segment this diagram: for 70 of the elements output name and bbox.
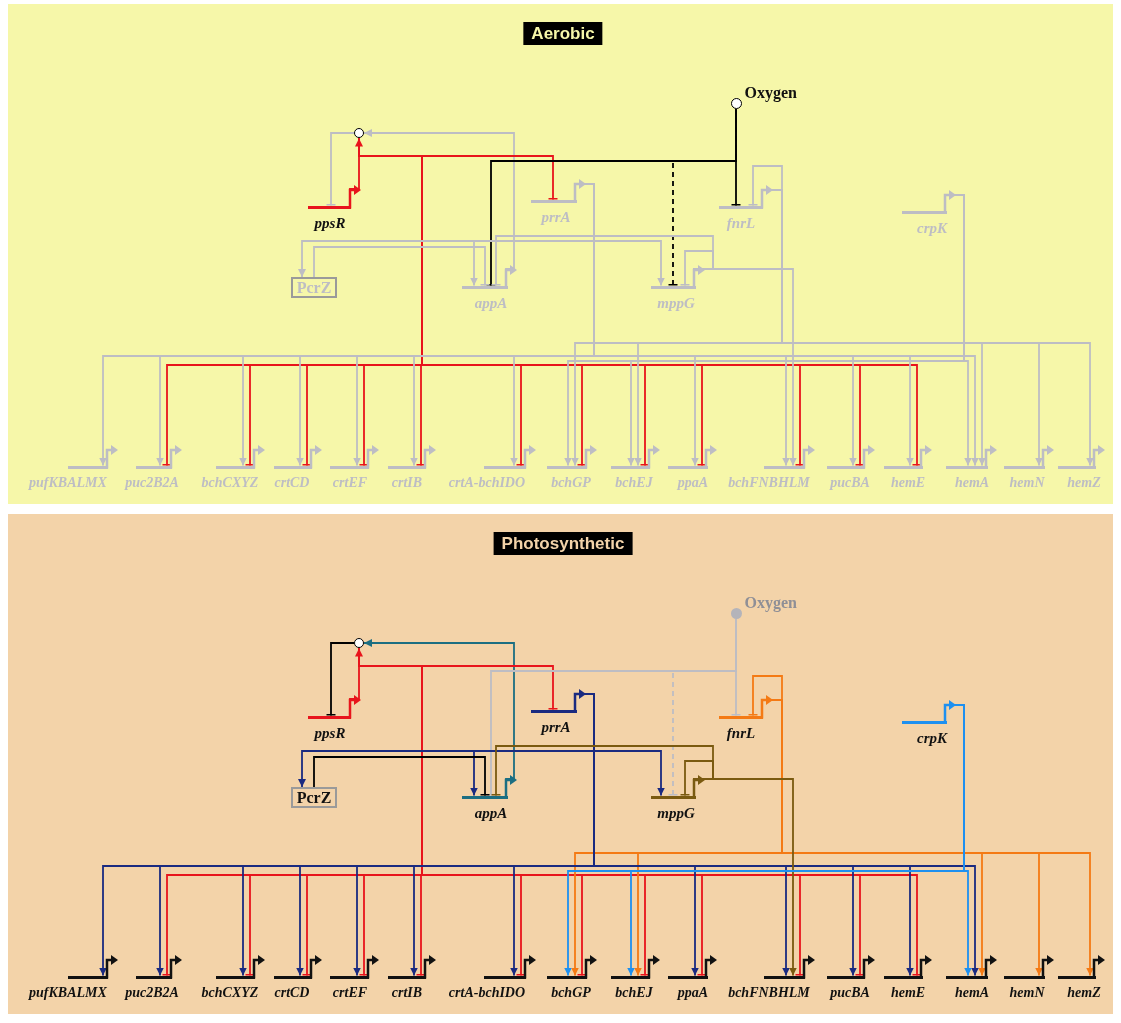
gene-label: bchCXYZ xyxy=(201,473,259,492)
gene-label: hemZ xyxy=(1067,473,1101,492)
repression-line xyxy=(313,756,490,797)
repression-line xyxy=(668,108,737,287)
gene-label: ppsR xyxy=(314,723,346,742)
gene-label: ppaA xyxy=(677,473,709,492)
gene-label: fnrL xyxy=(726,723,756,742)
gene-label: crtCD xyxy=(274,983,310,1002)
gene-label: pufKBALMX xyxy=(29,983,107,1002)
rna-label: PcrZ xyxy=(296,789,332,806)
rna-box xyxy=(291,787,337,808)
repression-line xyxy=(680,760,714,797)
signal-label: Oxygen xyxy=(744,84,797,101)
gene-label: pufKBALMX xyxy=(29,473,107,492)
panel-title: Photosynthetic xyxy=(493,532,633,555)
gene-label: appA xyxy=(474,293,508,312)
repression-line xyxy=(313,246,490,287)
repression-line xyxy=(491,235,714,287)
rna-label: PcrZ xyxy=(296,279,332,296)
gene-label: hemN xyxy=(1009,473,1045,492)
gene-label: hemZ xyxy=(1067,983,1101,1002)
gene-label: crtEF xyxy=(332,473,368,492)
repression-line xyxy=(748,675,783,717)
gene-label: pucBA xyxy=(830,473,870,492)
rna-box xyxy=(291,277,337,298)
gene-label: hemA xyxy=(954,983,990,1002)
repression-line xyxy=(326,132,355,207)
gene-label: appA xyxy=(474,803,508,822)
gene-label: fnrL xyxy=(726,213,756,232)
gene-label: prrA xyxy=(541,717,571,736)
gene-label: crpK xyxy=(917,218,947,237)
gene-label: crtEF xyxy=(332,983,368,1002)
gene-label: crtA-bchIDO xyxy=(448,473,526,492)
gene-label: prrA xyxy=(541,207,571,226)
gene-label: ppsR xyxy=(314,213,346,232)
gene-label: hemE xyxy=(890,983,926,1002)
repression-line xyxy=(748,165,783,207)
gene-label: bchCXYZ xyxy=(201,983,259,1002)
gene-label: bchEJ xyxy=(615,983,653,1002)
gene-label: ppaA xyxy=(677,983,709,1002)
gene-label: bchFNBHLM xyxy=(728,473,810,492)
gene-label: hemN xyxy=(1009,983,1045,1002)
gene-label: bchGP xyxy=(551,983,591,1002)
gene-label: crtA-bchIDO xyxy=(448,983,526,1002)
gene-label: crtIB xyxy=(391,983,423,1002)
gene-label: hemA xyxy=(954,473,990,492)
repression-line xyxy=(680,250,714,287)
repression-line xyxy=(491,745,714,797)
gene-label: puc2B2A xyxy=(125,473,179,492)
gene-label: hemE xyxy=(890,473,926,492)
repression-line xyxy=(326,642,355,717)
activation-arrow xyxy=(693,778,797,977)
gene-label: crpK xyxy=(917,728,947,747)
gene-label: bchGP xyxy=(551,473,591,492)
panel xyxy=(8,4,1113,504)
repression-line xyxy=(668,618,737,797)
gene-label: mppG xyxy=(657,293,695,312)
gene-label: crtIB xyxy=(391,473,423,492)
junction-circle xyxy=(354,638,364,648)
panel xyxy=(8,514,1113,1014)
gene-label: bchFNBHLM xyxy=(728,983,810,1002)
gene-label: pucBA xyxy=(830,983,870,1002)
gene-label: crtCD xyxy=(274,473,310,492)
junction-circle xyxy=(354,128,364,138)
signal-label: Oxygen xyxy=(744,594,797,611)
activation-arrow xyxy=(693,268,797,467)
gene-label: bchEJ xyxy=(615,473,653,492)
panel-title: Aerobic xyxy=(523,22,603,45)
gene-label: puc2B2A xyxy=(125,983,179,1002)
gene-label: mppG xyxy=(657,803,695,822)
